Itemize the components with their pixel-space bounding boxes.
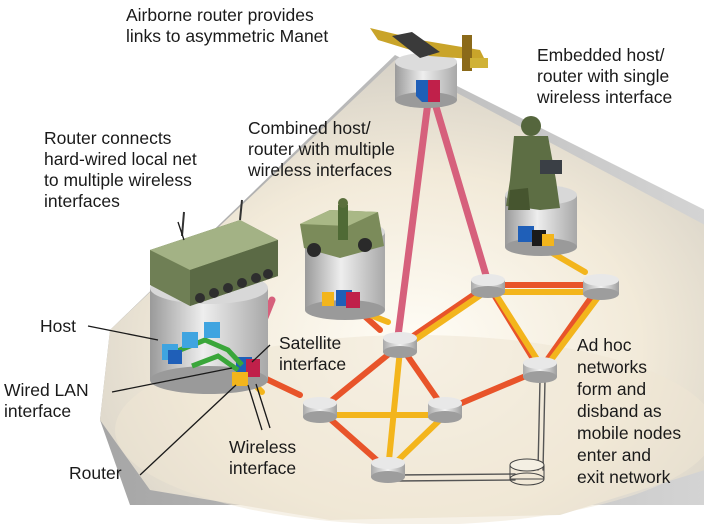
label-router: Router <box>69 463 122 483</box>
label-embedded-host: Embedded host/ router with single wirele… <box>537 45 673 107</box>
adhoc-node <box>303 397 337 423</box>
adhoc-node <box>383 332 417 358</box>
tank-icon <box>150 199 278 306</box>
label-wireless-interface: Wireless interface <box>229 437 297 478</box>
label-adhoc-networks: Ad hoc networks form and disband as mobi… <box>577 335 682 487</box>
label-wired-lan-interface: Wired LAN interface <box>4 380 89 421</box>
airborne-pedestal <box>395 53 457 108</box>
adhoc-nodes <box>303 274 619 486</box>
airborne-router-icon <box>370 28 488 102</box>
router-cube-icon <box>518 226 554 246</box>
adhoc-node-departing <box>509 458 545 486</box>
adhoc-node <box>471 274 505 298</box>
label-satellite-interface: Satellite interface <box>279 333 347 374</box>
soldier-icon <box>506 116 562 210</box>
adhoc-node <box>583 274 619 300</box>
adhoc-node <box>523 357 557 383</box>
label-host: Host <box>40 316 76 336</box>
humvee-icon <box>300 198 384 258</box>
label-router-connects: Router connects hard-wired local net to … <box>44 128 197 211</box>
router-cube-icon <box>322 290 360 308</box>
label-airborne-router: Airborne router provides links to asymme… <box>126 5 329 46</box>
label-combined-host: Combined host/ router with multiple wire… <box>248 118 395 180</box>
leader-lines <box>87 221 271 476</box>
adhoc-node <box>428 397 462 423</box>
host-icon <box>162 322 244 373</box>
adhoc-node <box>371 457 405 483</box>
